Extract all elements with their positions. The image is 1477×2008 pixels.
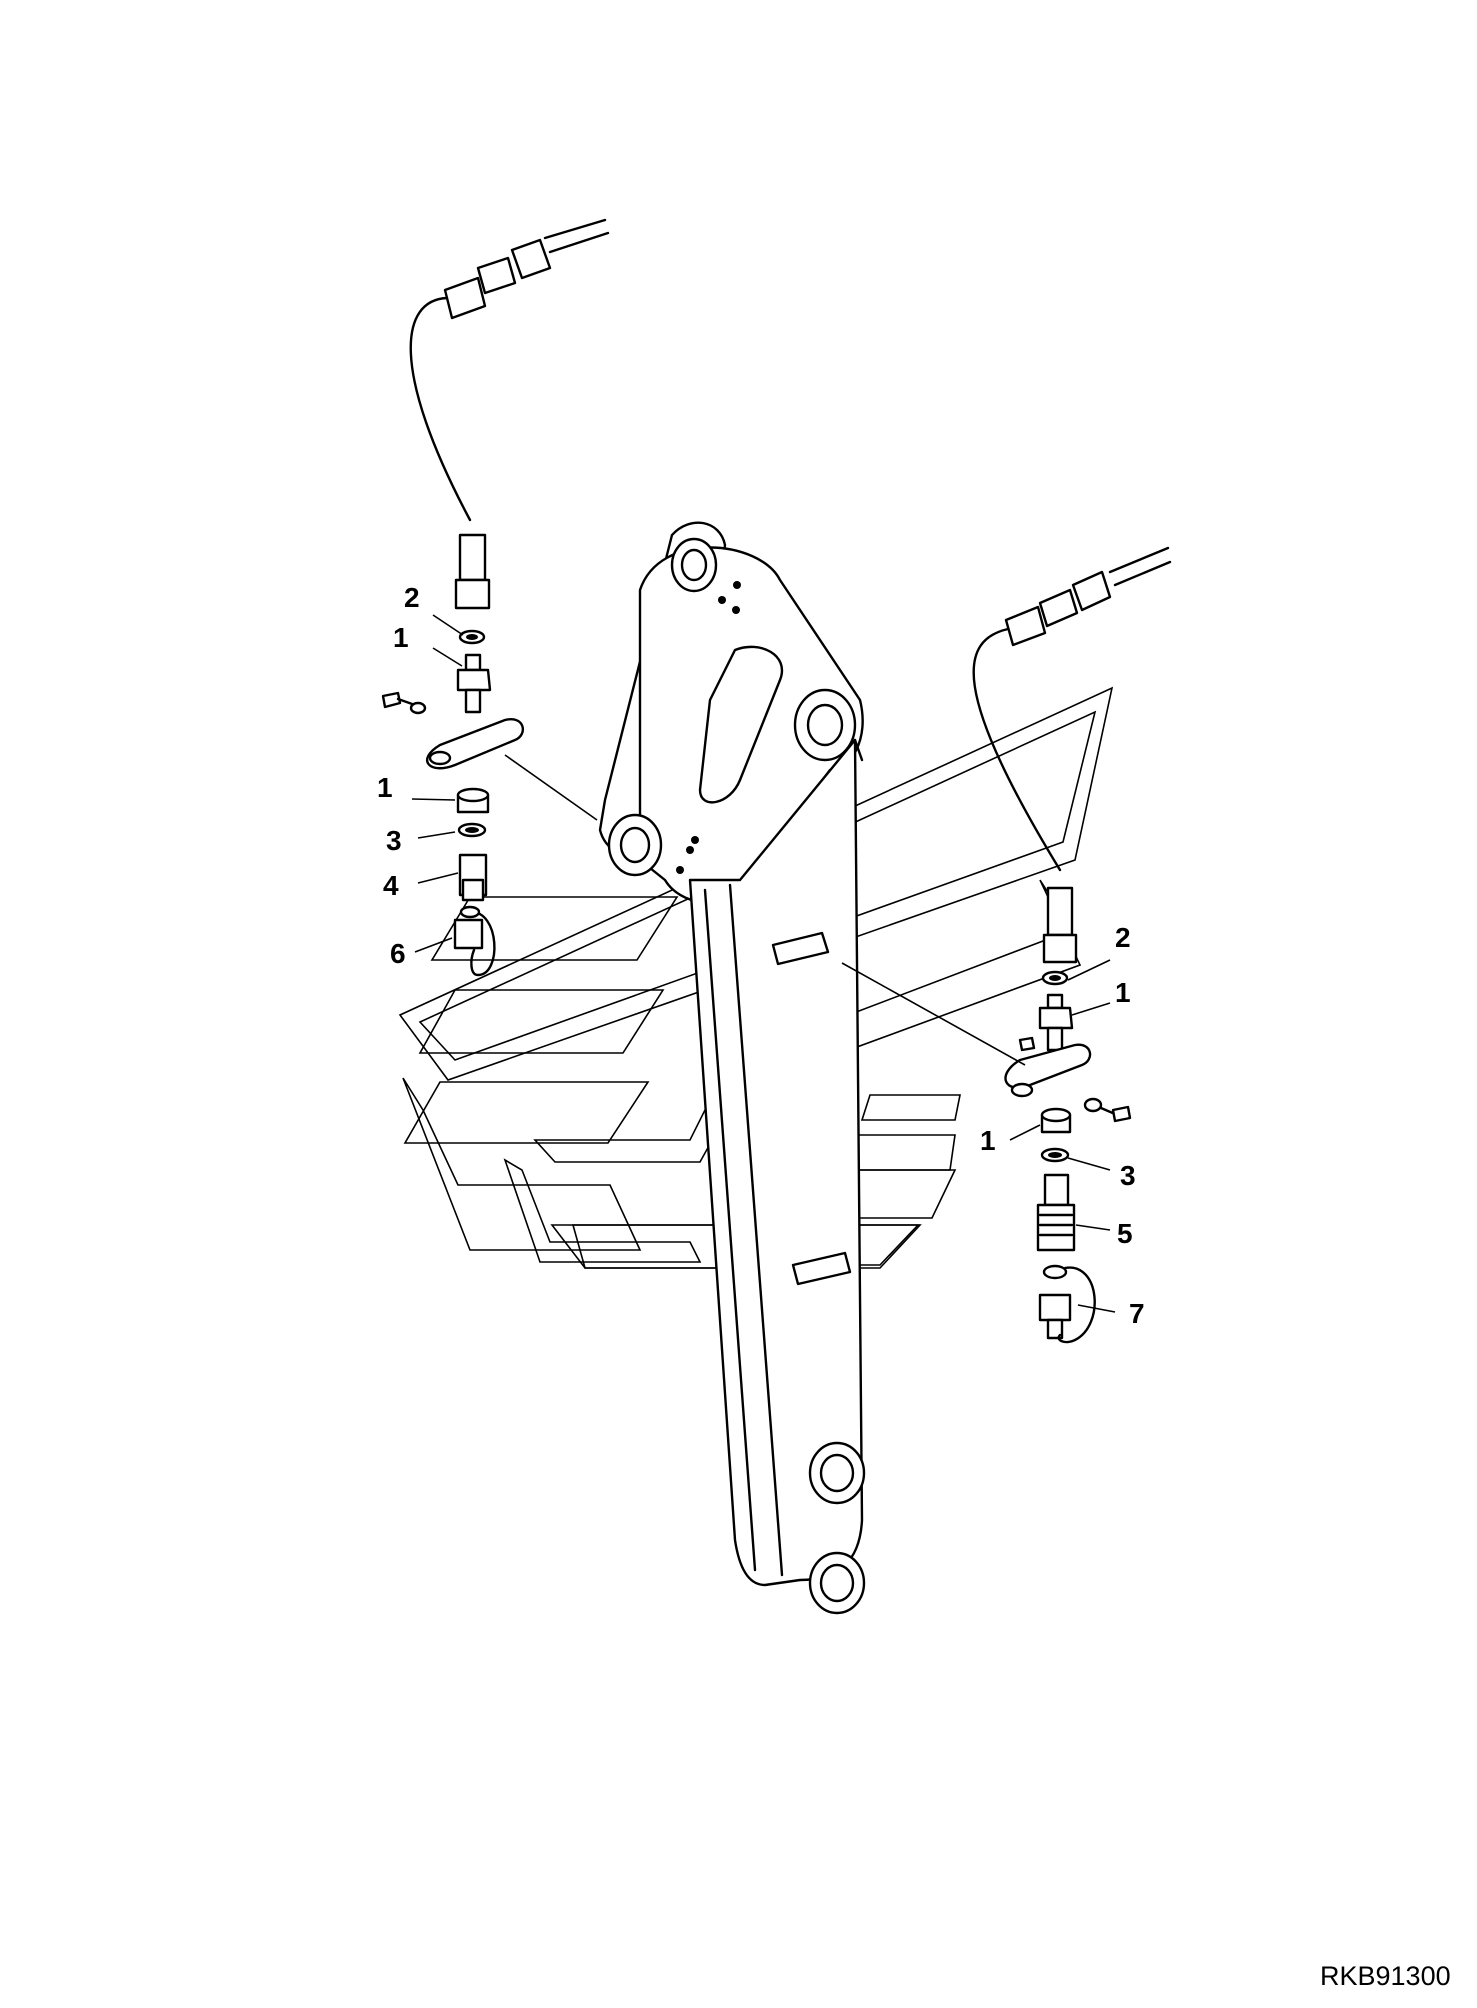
drawing-code: RKB91300 — [1320, 1961, 1451, 1991]
right-callout-1-b: 1 — [980, 1125, 996, 1156]
left-callout-4: 4 — [383, 870, 399, 901]
right-callout-1-a: 1 — [1115, 977, 1131, 1008]
right-callout-5: 5 — [1117, 1218, 1133, 1249]
left-leader-lines — [411, 614, 598, 953]
left-callout-6: 6 — [390, 938, 406, 969]
left-callout-1-a: 1 — [393, 622, 409, 653]
callout-labels: 2 1 1 3 4 6 2 1 1 3 5 7 — [377, 582, 1145, 1329]
right-leader-lines — [841, 959, 1116, 1313]
left-callout-2-a: 2 — [404, 582, 420, 613]
left-callout-1-b: 1 — [377, 772, 393, 803]
right-callout-7: 7 — [1129, 1298, 1145, 1329]
left-hydraulic-hose-icon — [409, 218, 610, 610]
right-callout-2: 2 — [1115, 922, 1131, 953]
excavator-arm-outline-icon — [598, 521, 866, 1615]
right-fitting-stack-icon — [1004, 970, 1132, 1344]
right-hydraulic-hose-icon — [972, 546, 1172, 964]
left-fitting-stack-icon — [381, 629, 525, 977]
right-callout-3: 3 — [1120, 1160, 1136, 1191]
left-callout-3: 3 — [386, 825, 402, 856]
